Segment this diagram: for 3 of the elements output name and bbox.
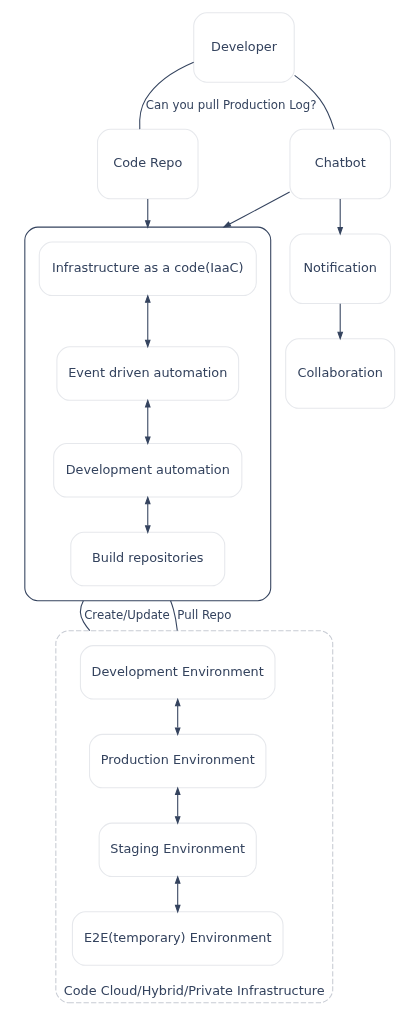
edge-label: Pull Repo [177, 607, 232, 622]
edge-label: Can you pull Production Log? [145, 97, 317, 112]
edge-label: Create/Update [84, 607, 170, 622]
